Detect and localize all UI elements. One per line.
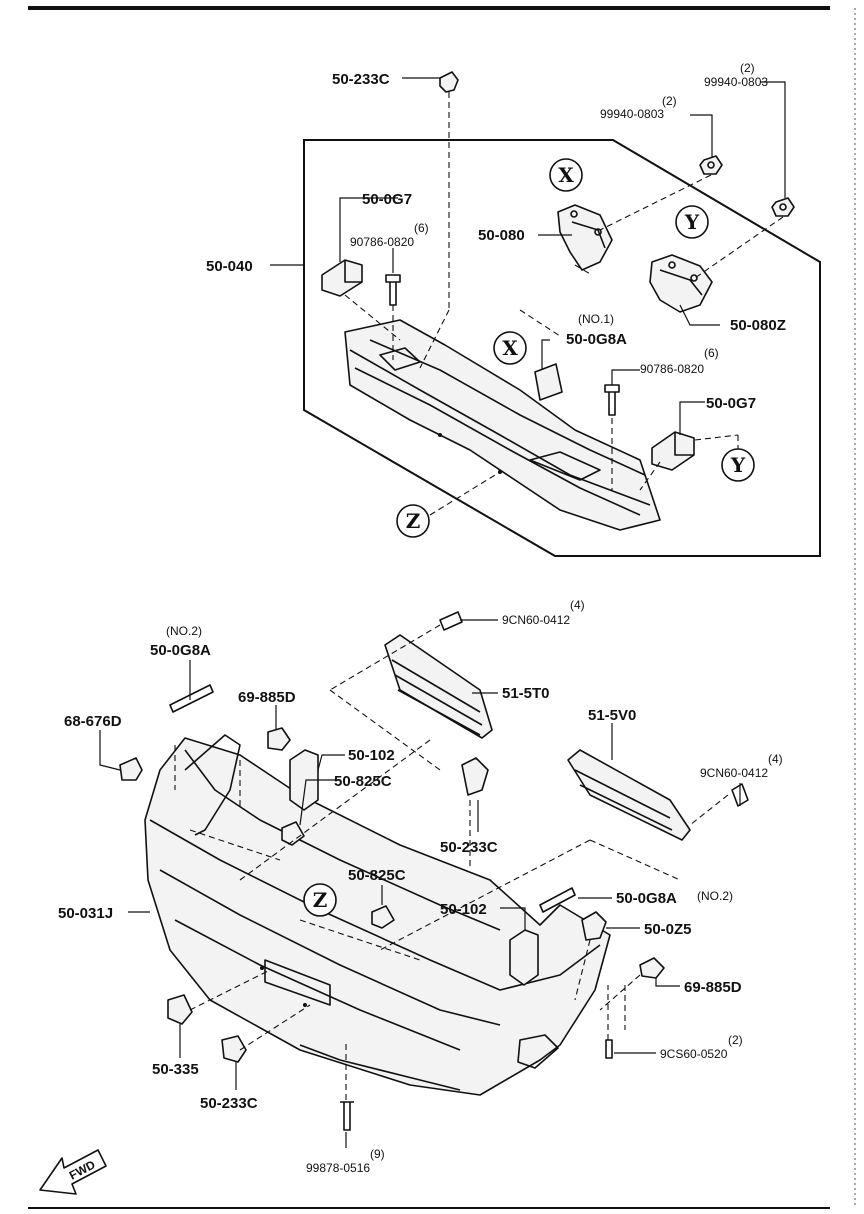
label-68-676d: 68-676D <box>64 713 122 730</box>
pad-50-0g8a-no1 <box>534 363 563 401</box>
clip-50-335 <box>167 994 193 1025</box>
clip-68-676d <box>119 757 143 781</box>
nut-99940-0803-b <box>771 197 795 217</box>
label-99878: 99878-0516 <box>306 1161 370 1175</box>
label-50-102-a: 50-102 <box>348 747 395 764</box>
label-50-0g8a-right-qty: (NO.2) <box>697 889 733 903</box>
clip-50-0z5 <box>581 911 607 941</box>
fwd-arrow-icon: FWD <box>39 1149 107 1195</box>
bolt-90786-0820-b <box>604 384 620 416</box>
callout-x-top-text: X <box>558 163 574 187</box>
reinforcement-frame <box>303 139 821 557</box>
callout-z-lower-text: Z <box>313 888 328 912</box>
label-50-080: 50-080 <box>478 227 525 244</box>
bumper-reinforcement <box>344 319 661 531</box>
label-9cn60-a: 9CN60-0412 <box>502 613 570 627</box>
callout-x-mid: X <box>493 331 527 365</box>
label-50-233c-bot: 50-233C <box>200 1095 258 1112</box>
label-69-885d-a: 69-885D <box>238 689 296 706</box>
label-50-040: 50-040 <box>206 258 253 275</box>
label-90786-a: 90786-0820 <box>350 235 414 249</box>
callout-y-low: Y <box>721 448 755 482</box>
label-50-233c-mid: 50-233C <box>440 839 498 856</box>
clip-50-233c-mid <box>461 757 489 796</box>
label-50-080z: 50-080Z <box>730 317 786 334</box>
label-99940-a: 99940-0803 <box>704 75 768 89</box>
label-90786-a-qty: (6) <box>414 221 429 235</box>
label-99940-b: 99940-0803 <box>600 107 664 121</box>
assembly-lines-lower <box>174 624 729 1100</box>
label-99940-a-qty: (2) <box>740 61 755 75</box>
label-50-0g8a-right: 50-0G8A <box>616 890 677 907</box>
bolt-90786-0820-a <box>385 274 401 306</box>
label-50-335: 50-335 <box>152 1061 199 1078</box>
label-50-0g8a-no2-qty: (NO.2) <box>166 624 202 638</box>
bumper-side-bracket <box>184 734 241 836</box>
grille-51-5v0 <box>567 749 691 841</box>
label-50-825c-a: 50-825C <box>334 773 392 790</box>
label-9cs60-qty: (2) <box>728 1033 743 1047</box>
label-99878-qty: (9) <box>370 1147 385 1161</box>
screw-9cs60-0520 <box>605 1039 613 1059</box>
label-99940-b-qty: (2) <box>662 94 677 108</box>
label-69-885d-b: 69-885D <box>684 979 742 996</box>
strip-50-0g8a-left <box>169 684 214 713</box>
label-90786-b-qty: (6) <box>704 346 719 360</box>
leader-lines <box>99 77 786 1148</box>
callout-y-low-text: Y <box>730 453 746 477</box>
label-51-5v0: 51-5V0 <box>588 707 636 724</box>
callout-x-top: X <box>549 158 583 192</box>
callout-z-upper-text: Z <box>406 509 421 533</box>
label-50-0g7-a: 50-0G7 <box>362 191 412 208</box>
callout-x-mid-text: X <box>502 336 518 360</box>
assembly-lines-upper <box>344 92 784 516</box>
label-50-102-b: 50-102 <box>440 901 487 918</box>
label-50-031j: 50-031J <box>58 905 113 922</box>
absorber-50-102-a <box>289 749 319 811</box>
strip-50-0g8a-right <box>539 887 576 913</box>
bracket-50-080 <box>557 204 613 271</box>
clip-50-233c-top <box>439 71 459 93</box>
screw-9cn60-0412-b <box>731 783 749 807</box>
label-9cs60: 9CS60-0520 <box>660 1047 728 1061</box>
clip-69-885d-b <box>639 957 665 979</box>
callout-z-upper: Z <box>396 504 430 538</box>
label-50-0z5: 50-0Z5 <box>644 921 692 938</box>
nut-50-825c-b <box>371 905 395 929</box>
label-9cn60-b: 9CN60-0412 <box>700 766 768 780</box>
bracket-50-0g7-right <box>651 431 695 471</box>
label-50-233c-top: 50-233C <box>332 71 390 88</box>
bracket-50-080z <box>649 254 713 313</box>
clip-69-885d-a <box>267 727 291 751</box>
nut-99940-0803-a <box>699 155 723 175</box>
bracket-50-0g7-left <box>321 259 363 297</box>
clip-50-233c-bot <box>221 1035 247 1063</box>
label-50-0g7-b: 50-0G7 <box>706 395 756 412</box>
screw-9cn60-0412-a <box>439 611 463 631</box>
label-90786-b: 90786-0820 <box>640 362 704 376</box>
label-50-0g8a-no1: 50-0G8A <box>566 331 627 348</box>
nut-50-825c-a <box>281 821 305 846</box>
absorber-50-102-b <box>509 929 539 986</box>
callout-y-top: Y <box>675 205 709 239</box>
callout-y-top-text: Y <box>684 210 700 234</box>
label-51-5t0: 51-5T0 <box>502 685 550 702</box>
callout-z-lower: Z <box>303 883 337 917</box>
grille-51-5t0 <box>384 634 493 739</box>
label-50-825c-b: 50-825C <box>348 867 406 884</box>
label-9cn60-a-qty: (4) <box>570 598 585 612</box>
screw-99878-0516 <box>340 1101 354 1131</box>
label-9cn60-b-qty: (4) <box>768 752 783 766</box>
label-50-0g8a-no2: 50-0G8A <box>150 642 211 659</box>
label-50-0g8a-no1-qty: (NO.1) <box>578 312 614 326</box>
